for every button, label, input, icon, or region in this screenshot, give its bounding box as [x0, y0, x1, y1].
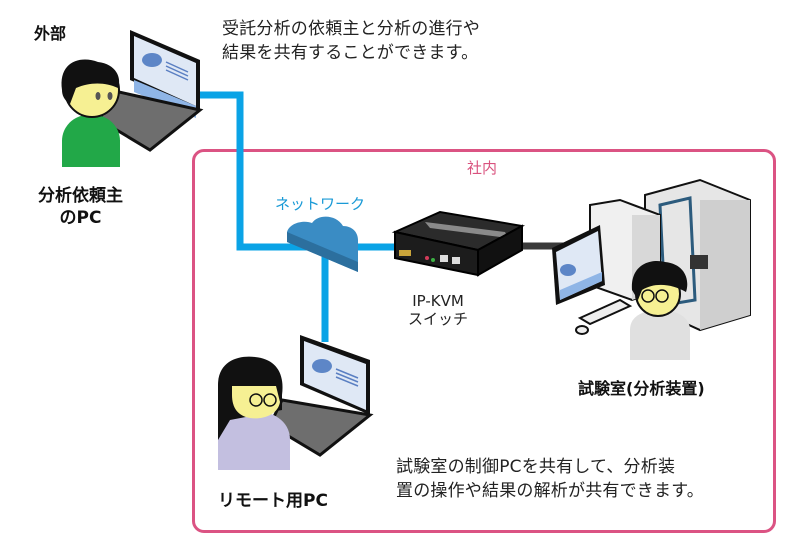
kvm-switch-icon	[391, 210, 526, 277]
cloud-icon	[287, 216, 358, 272]
client-pc-icon	[61, 30, 204, 167]
client-pc-label-line-2: のPC	[59, 208, 102, 228]
network-lines	[200, 91, 400, 342]
bottom-description-line-2: 置の操作や結果の解析が共有できます。	[396, 481, 704, 501]
remote-pc-label: リモート用PC	[218, 491, 328, 511]
lab-label: 試験室(分析装置)	[578, 379, 705, 398]
internal-zone-box	[192, 149, 776, 533]
network-label: ネットワーク	[275, 195, 366, 213]
ip-kvm-label: IP-KVM スイッチ	[408, 292, 468, 328]
top-description-line-2: 結果を共有することができます。	[222, 43, 479, 63]
bottom-description-line-1: 試験室の制御PCを共有して、分析装	[396, 457, 676, 477]
internal-zone-label: 社内	[467, 159, 498, 177]
external-zone-label: 外部	[34, 24, 67, 43]
lab-workstation-icon	[552, 178, 751, 360]
ip-kvm-label-line-2: スイッチ	[408, 310, 469, 328]
client-pc-label-line-1: 分析依頼主	[38, 186, 123, 206]
top-description-line-1: 受託分析の依頼主と分析の進行や	[222, 19, 480, 39]
top-description: 受託分析の依頼主と分析の進行や 結果を共有することができます。	[222, 17, 480, 65]
ip-kvm-label-line-1: IP-KVM	[412, 292, 464, 310]
bottom-description: 試験室の制御PCを共有して、分析装 置の操作や結果の解析が共有できます。	[396, 455, 704, 503]
client-pc-label: 分析依頼主 のPC	[38, 185, 123, 229]
remote-pc-icon	[218, 335, 374, 470]
